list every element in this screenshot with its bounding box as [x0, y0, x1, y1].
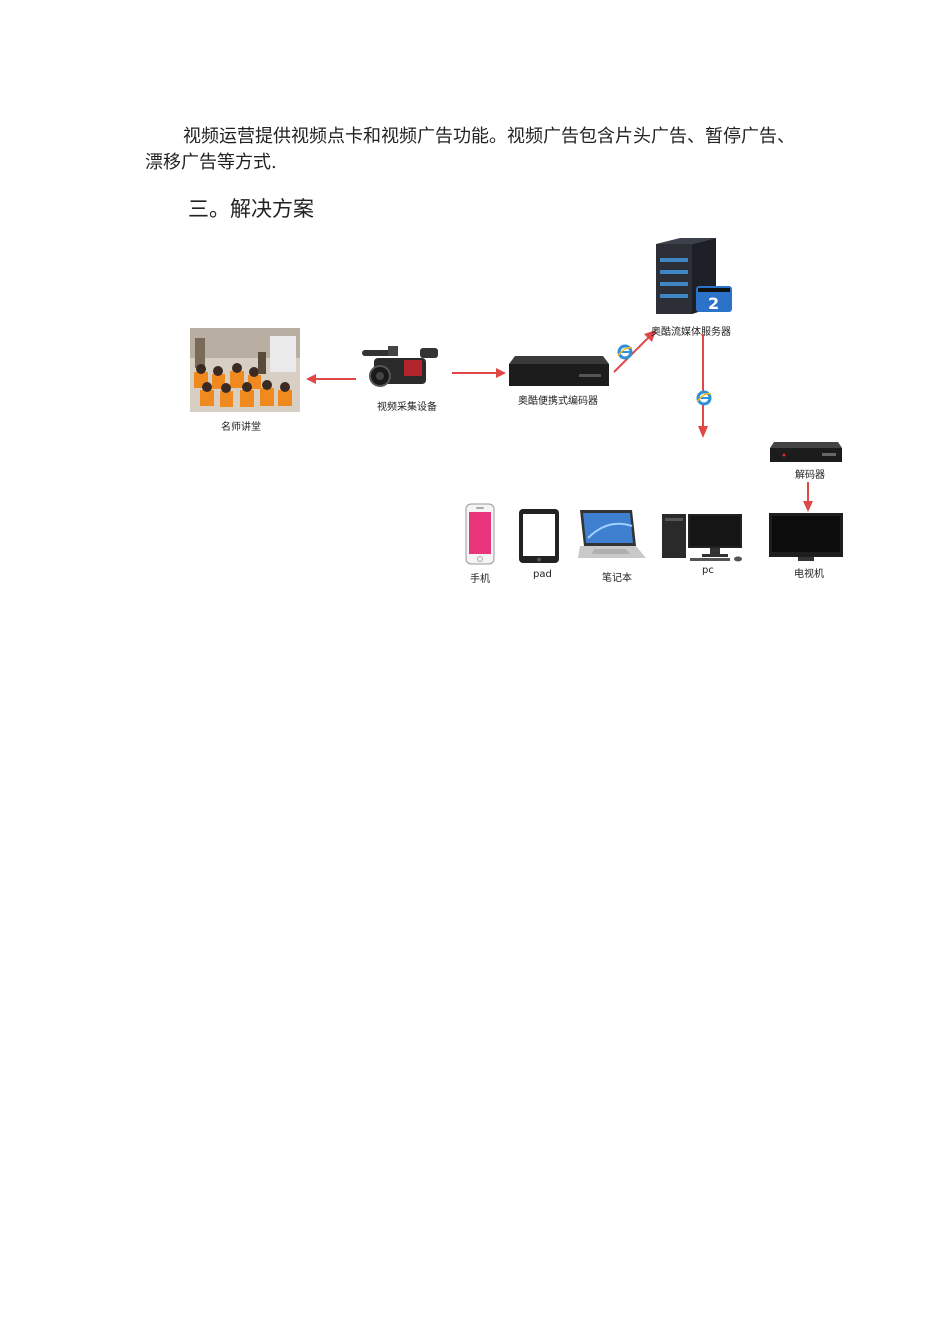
pc-label: pc [702, 565, 714, 576]
arrow-to-clients [698, 334, 708, 438]
classroom-photo [190, 328, 300, 412]
arrow-to-tv [803, 482, 813, 512]
internet-explorer-icon [696, 390, 712, 406]
media-server-icon: 2 [656, 238, 732, 314]
svg-text:2: 2 [708, 294, 719, 313]
intro-paragraph: 视频运营提供视频点卡和视频广告功能。视频广告包含片头广告、暂停广告、漂移广告等方… [145, 126, 795, 173]
camera-icon [362, 346, 438, 387]
section-heading: 三。解决方案 [188, 197, 314, 221]
arrow-to-encoder [452, 368, 506, 378]
solution-diagram: 名师讲堂 视频采集设备 奥酷便携式编码器 [0, 0, 950, 600]
laptop-icon [578, 510, 646, 558]
classroom-label: 名师讲堂 [221, 422, 261, 433]
decoder-label: 解码器 [795, 470, 825, 481]
encoder-label: 奥酷便携式编码器 [518, 396, 598, 407]
tablet-icon [519, 509, 559, 563]
tv-label: 电视机 [794, 569, 824, 580]
arrow-to-classroom [306, 374, 356, 384]
tv-icon [769, 513, 843, 561]
server-label: 奥酷流媒体服务器 [651, 327, 731, 338]
encoder-device-icon [509, 356, 609, 386]
pad-label: pad [533, 569, 552, 580]
phone-label: 手机 [470, 574, 490, 585]
laptop-label: 笔记本 [602, 573, 632, 584]
decoder-device-icon [770, 442, 842, 462]
phone-icon [465, 503, 495, 565]
pc-icon [662, 514, 742, 562]
internet-explorer-icon [617, 344, 633, 360]
camera-label: 视频采集设备 [377, 402, 437, 413]
